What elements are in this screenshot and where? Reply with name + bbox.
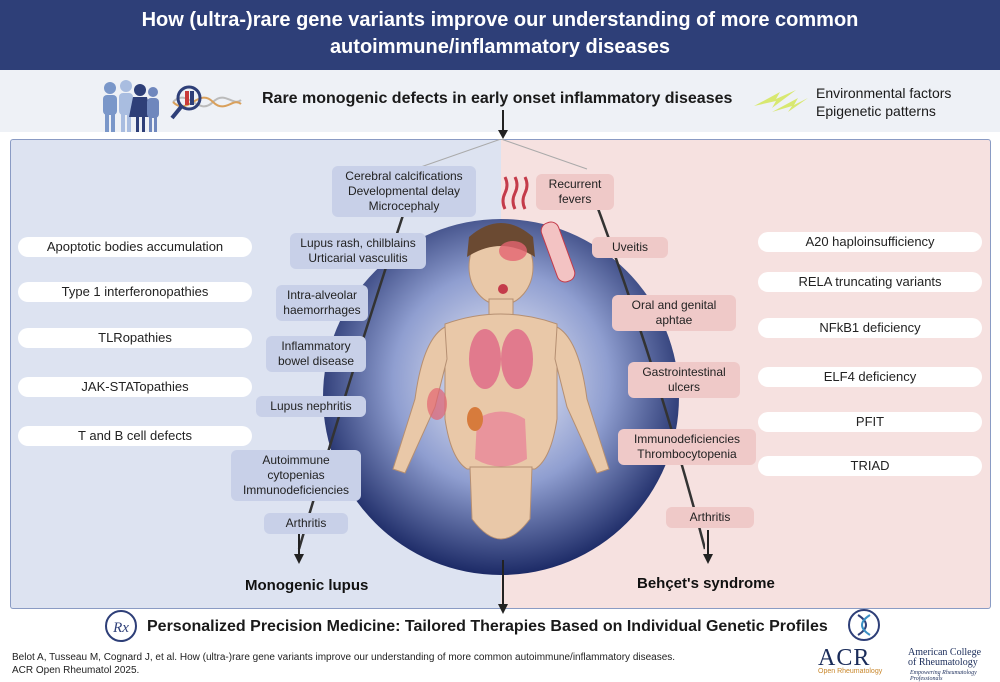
env-line-2: Epigenetic patterns [816, 103, 936, 119]
manifestation-label: Arthritis [666, 507, 754, 528]
gene-pill: NFkB1 deficiency [758, 318, 982, 338]
svg-text:Rx: Rx [112, 620, 129, 636]
dna-icon [848, 609, 880, 641]
college-tagline: Empowering Rheumatology Professionals [910, 670, 977, 682]
gene-pill: ELF4 deficiency [758, 367, 982, 387]
mechanism-pill: TLRopathies [18, 328, 252, 348]
rx-icon: Rx [105, 610, 137, 642]
title: How (ultra-)rare gene variants improve o… [0, 0, 1000, 61]
mechanism-pill: Apoptotic bodies accumulation [18, 237, 252, 257]
env-line-1: Environmental factors [816, 85, 952, 101]
acr-logo-sub: Open Rheumatology [818, 668, 883, 675]
top-title: Rare monogenic defects in early onset in… [262, 90, 733, 107]
top-band [0, 70, 1000, 132]
environment-text: Environmental factors Epigenetic pattern… [816, 84, 951, 120]
college-logo: American College of Rheumatology [908, 647, 982, 668]
center-arrow-icon [498, 560, 508, 614]
right-arrow-icon [703, 530, 713, 564]
gene-pill: RELA truncating variants [758, 272, 982, 292]
right-heading: Behçet's syndrome [637, 575, 775, 592]
people-group-icon [103, 80, 159, 132]
header-banner: How (ultra-)rare gene variants improve o… [0, 0, 1000, 70]
title-line-2: autoimmune/inflammatory diseases [329, 36, 671, 58]
mechanism-pill: JAK-STATopathies [18, 377, 252, 397]
gene-pill: A20 haploinsufficiency [758, 232, 982, 252]
left-heading: Monogenic lupus [245, 577, 369, 594]
human-body-illustration [297, 139, 705, 575]
mechanism-pill: T and B cell defects [18, 426, 252, 446]
manifestation-label: Lupus nephritis [256, 396, 366, 417]
title-line-1: How (ultra-)rare gene variants improve o… [141, 9, 859, 31]
gene-pill: PFIT [758, 412, 982, 432]
citation: Belot A, Tusseau M, Cognard J, et al. Ho… [12, 652, 676, 676]
lightning-icon [754, 90, 808, 112]
left-arrow-icon [294, 530, 304, 564]
gene-pill: TRIAD [758, 456, 982, 476]
magnifier-dna-icon [170, 85, 242, 120]
manifestation-label: Arthritis [264, 513, 348, 534]
mechanism-pill: Type 1 interferonopathies [18, 282, 252, 302]
arrow-down-icon [498, 110, 508, 139]
acr-logo: ACR [818, 645, 871, 671]
personalized-medicine-text: Personalized Precision Medicine: Tailore… [147, 618, 828, 635]
manifestation-label: Uveitis [592, 237, 668, 258]
